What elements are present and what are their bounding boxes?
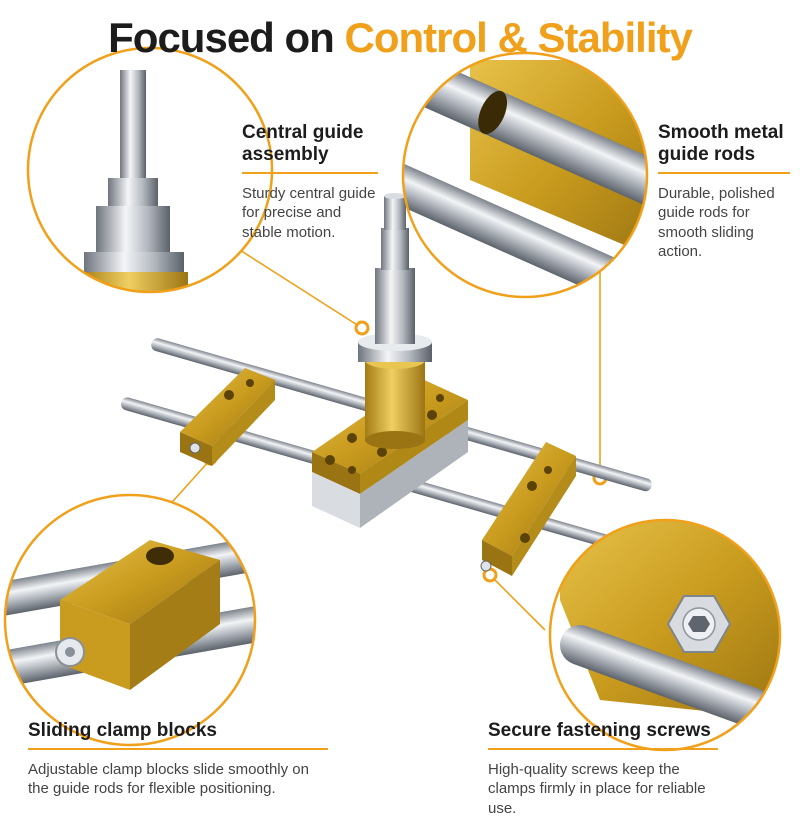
connector-lines [164,244,601,631]
zoom-central-guide [26,46,274,294]
callout-heading: Sliding clamp blocks [28,720,217,741]
callout-description: Sturdy central guide for precise and sta… [242,184,376,241]
title-part-1: Focused on [108,14,335,61]
callout-heading: Smooth metal guide rods [658,122,784,165]
callout-divider [28,747,328,750]
page-title: Focused on Control & Stability [0,14,800,62]
zoom-clamp-block [3,493,257,747]
product-illustration [3,46,782,752]
callout-description: High-quality screws keep the clamps firm… [488,760,706,817]
callout-heading: Secure fastening screws [488,720,711,741]
callout-description: Durable, polished guide rods for smooth … [658,184,775,261]
callout-clamp-blocks: Sliding clamp blocks Adjustable clamp bl… [28,720,328,799]
callout-heading: Central guide assembly [242,122,364,165]
title-part-2: Control & Stability [344,14,693,61]
callout-guide-rods: Smooth metal guide rods Durable, polishe… [658,122,790,262]
callout-divider [488,747,718,750]
zoom-screw [548,518,782,752]
callout-central-guide: Central guide assembly Sturdy central gu… [242,122,378,242]
zoom-guide-rods [401,51,649,299]
callout-divider [242,171,378,174]
callout-screws: Secure fastening screws High-quality scr… [488,720,718,818]
callout-description: Adjustable clamp blocks slide smoothly o… [28,760,309,798]
jig-assembly [121,193,652,576]
callout-divider [658,171,790,174]
